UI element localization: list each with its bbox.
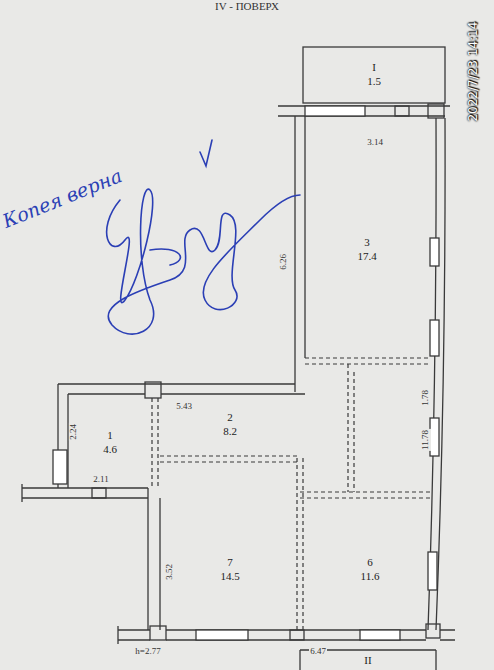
- dimension: 5.43: [175, 402, 193, 412]
- wall: [278, 106, 450, 116]
- balcony-outline: [303, 47, 445, 103]
- wall-post: [290, 630, 304, 640]
- wall: [58, 384, 305, 394]
- room-label: II: [364, 654, 371, 668]
- signature: [107, 189, 300, 334]
- window: [196, 630, 248, 640]
- window: [430, 418, 439, 456]
- window: [430, 320, 439, 356]
- dimension: 3.52: [165, 563, 175, 581]
- partition: [300, 492, 430, 498]
- window: [430, 238, 439, 266]
- window: [53, 450, 67, 484]
- handwritten-note: Копея верна: [0, 164, 126, 232]
- room-label: 4.6: [103, 443, 117, 457]
- dimension: 6.47: [309, 647, 327, 657]
- room-label: 6: [367, 556, 373, 570]
- signature: [150, 249, 180, 265]
- dimension: 2.24: [69, 423, 79, 441]
- room-label: 8.2: [223, 425, 237, 439]
- partition: [305, 358, 430, 364]
- check-mark: [200, 140, 212, 166]
- dimension: 11.78: [421, 429, 431, 451]
- wall: [148, 488, 160, 630]
- room-label: 2: [227, 411, 233, 425]
- room-label: 11.6: [361, 570, 380, 584]
- window: [428, 552, 437, 590]
- timestamp: 2022/7/23 14:14: [467, 21, 480, 123]
- room-label: 1.5: [367, 75, 381, 89]
- dimension: 1.78: [421, 389, 431, 407]
- wall: [295, 116, 305, 392]
- dimension: 2.11: [92, 475, 109, 485]
- column: [145, 382, 161, 398]
- partition: [348, 364, 354, 492]
- room-label: I: [372, 61, 376, 75]
- column: [150, 626, 166, 640]
- room-label: 7: [227, 556, 233, 570]
- dimension: 6.26: [279, 253, 289, 271]
- wall-post: [395, 106, 409, 116]
- room-label: 3: [364, 236, 370, 250]
- room-area: I1.5: [303, 50, 445, 100]
- wall: [22, 484, 148, 502]
- column: [428, 104, 444, 118]
- partition: [152, 398, 158, 488]
- wall: [118, 626, 455, 644]
- column: [426, 624, 440, 638]
- dimension: h=2.77: [134, 647, 161, 657]
- window: [360, 630, 400, 640]
- floor-title: IV - ПОВЕРХ: [215, 0, 279, 12]
- room-area: 714.5: [170, 530, 290, 610]
- room-label: 1: [107, 429, 113, 443]
- dimension: 3.14: [366, 138, 384, 148]
- partition: [297, 458, 303, 630]
- wall-post: [92, 488, 106, 498]
- window: [305, 106, 365, 116]
- room-area: 611.6: [315, 530, 425, 610]
- room-area: 14.6: [72, 405, 148, 480]
- room-label: 17.4: [357, 250, 376, 264]
- wall: [428, 118, 445, 630]
- partition: [160, 456, 300, 462]
- room-label: 14.5: [220, 570, 239, 584]
- room-area: 317.4: [307, 190, 427, 310]
